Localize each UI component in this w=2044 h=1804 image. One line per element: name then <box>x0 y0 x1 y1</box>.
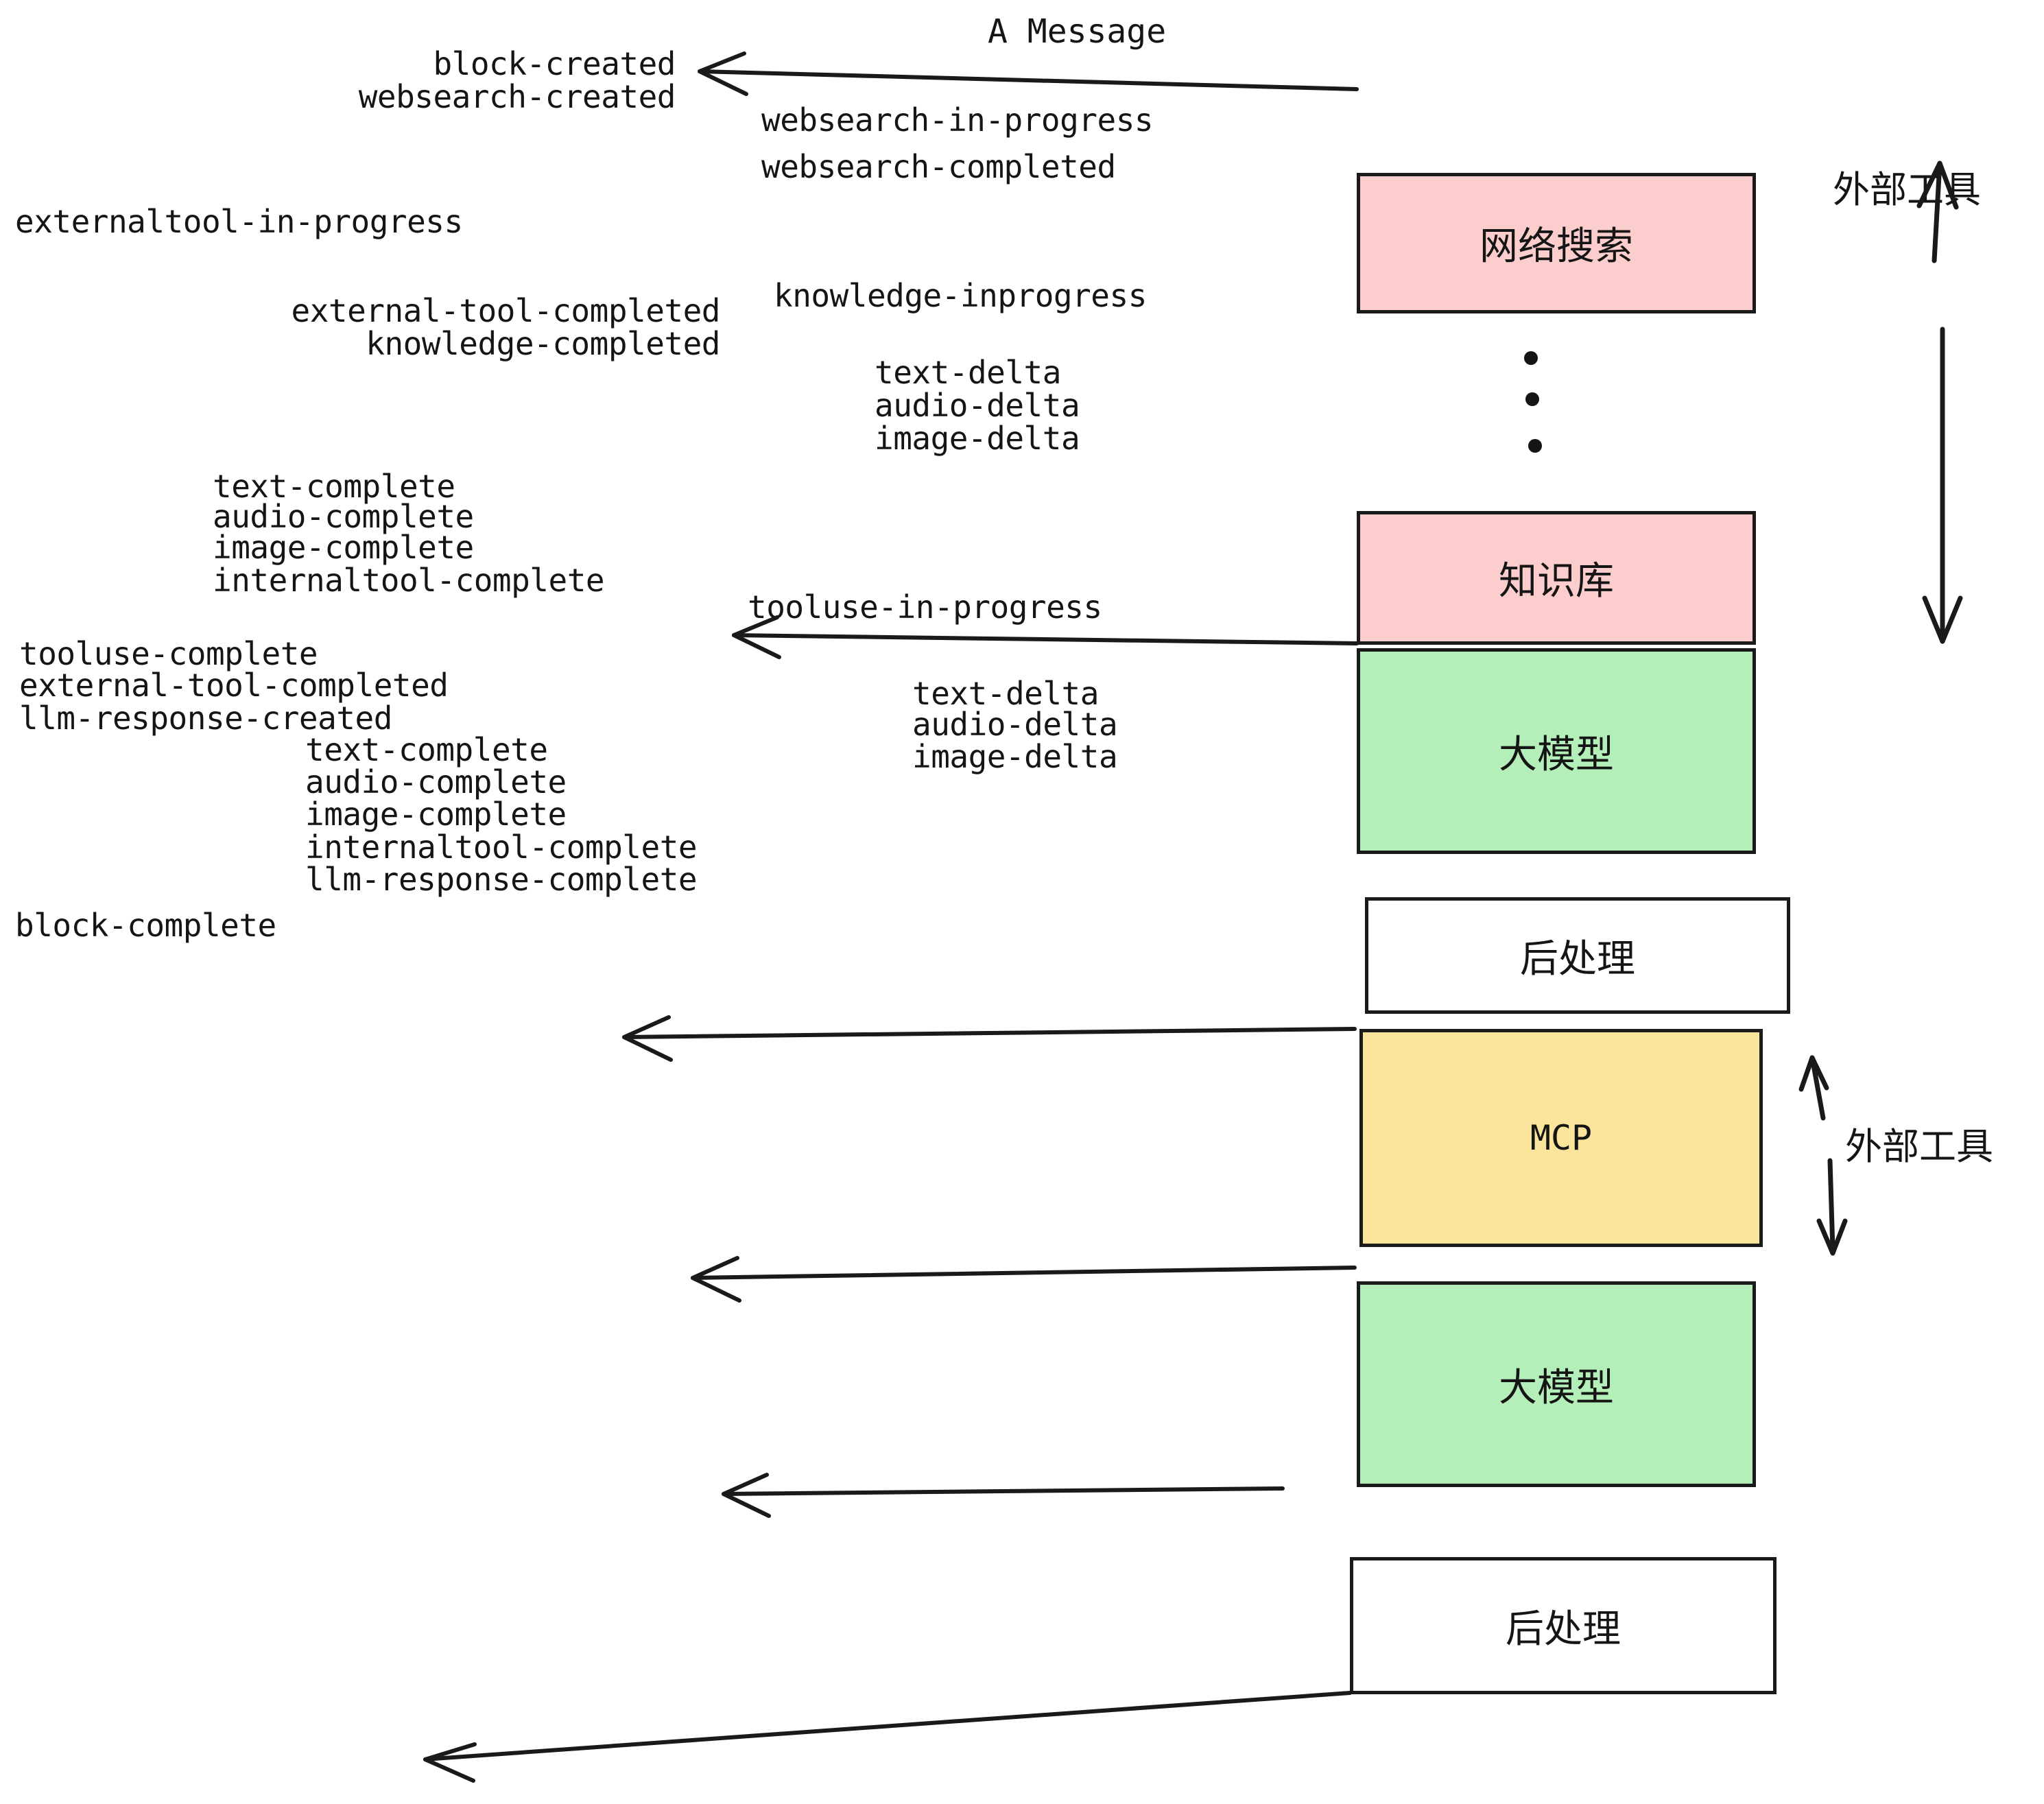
node-box-knowledge[interactable]: 知识库 <box>1357 511 1756 645</box>
side-label-external-tools-bottom: 外部工具 <box>1845 1125 1993 1168</box>
node-box-websearch[interactable]: 网络搜索 <box>1357 173 1756 313</box>
event-label-websearch-in-progress: websearch-in-progress <box>761 102 1154 139</box>
event-label-text-delta-1: text-delta <box>875 354 1061 391</box>
node-box-knowledge-label: 知识库 <box>1499 559 1614 604</box>
event-label-internaltool-complete-1: internaltool-complete <box>213 562 605 599</box>
event-label-audio-complete-2: audio-complete <box>305 763 567 800</box>
arrow-llm2-to-audio-complete <box>722 1473 1285 1518</box>
node-box-mcp[interactable]: MCP <box>1359 1029 1763 1247</box>
event-label-llm-response-created: llm-response-created <box>19 700 392 737</box>
event-label-internaltool-complete-2: internaltool-complete <box>305 829 698 866</box>
event-label-tooluse-complete: tooluse-complete <box>19 635 318 672</box>
node-box-postprocess-2[interactable]: 后处理 <box>1350 1557 1776 1694</box>
node-box-llm-1-label: 大模型 <box>1499 732 1614 777</box>
event-label-external-tool-completed-2: external-tool-completed <box>19 667 449 704</box>
event-label-audio-delta-2: audio-delta <box>912 706 1118 743</box>
node-box-websearch-label: 网络搜索 <box>1479 224 1633 269</box>
event-label-llm-response-complete: llm-response-complete <box>305 861 698 898</box>
arrow-websearch-to-created <box>698 51 1359 96</box>
event-label-external-tool-completed-1: external-tool-completed <box>291 292 721 329</box>
ellipsis-dot-1 <box>1524 351 1538 365</box>
node-box-llm-2[interactable]: 大模型 <box>1357 1281 1756 1487</box>
event-label-image-delta-2: image-delta <box>912 738 1118 775</box>
event-label-audio-complete-1: audio-complete <box>213 498 474 535</box>
node-box-llm-2-label: 大模型 <box>1499 1365 1614 1410</box>
event-label-tooluse-in-progress: tooluse-in-progress <box>748 589 1102 626</box>
bracket-arrow-external-tools-top <box>1916 161 1963 644</box>
event-label-text-complete-2: text-complete <box>305 731 548 768</box>
event-label-audio-delta-1: audio-delta <box>875 387 1080 424</box>
event-label-image-complete-1: image-complete <box>213 529 474 566</box>
event-label-block-created: block-created <box>433 45 676 82</box>
event-label-text-complete-1: text-complete <box>213 468 455 505</box>
event-label-websearch-created: websearch-created <box>358 78 676 115</box>
bracket-arrow-external-tools-bottom <box>1798 1055 1848 1256</box>
event-label-image-complete-2: image-complete <box>305 796 567 833</box>
event-label-knowledge-completed: knowledge-completed <box>366 325 720 362</box>
event-label-block-complete: block-complete <box>15 907 276 944</box>
event-label-externaltool-in-progress: externaltool-in-progress <box>15 203 463 240</box>
ellipsis-dot-3 <box>1528 439 1542 453</box>
node-box-postprocess-1[interactable]: 后处理 <box>1365 897 1790 1014</box>
node-box-mcp-label: MCP <box>1530 1118 1593 1158</box>
event-label-text-delta-2: text-delta <box>912 675 1099 712</box>
arrow-mcp-to-tooluse-complete <box>691 1256 1357 1303</box>
event-label-knowledge-inprogress: knowledge-inprogress <box>774 277 1147 314</box>
node-box-postprocess-2-label: 后处理 <box>1506 1606 1621 1652</box>
event-label-websearch-completed: websearch-completed <box>761 148 1116 185</box>
page-title: A Message <box>988 12 1167 51</box>
event-label-image-delta-1: image-delta <box>875 420 1080 457</box>
side-label-external-tools-top: 外部工具 <box>1833 168 1981 211</box>
ellipsis-dot-2 <box>1525 392 1539 406</box>
node-box-postprocess-1-label: 后处理 <box>1520 936 1635 982</box>
arrow-postprocess2-to-block-complete <box>423 1691 1352 1783</box>
arrow-postprocess1-to-image-complete <box>622 1015 1357 1062</box>
node-box-llm-1[interactable]: 大模型 <box>1357 648 1756 854</box>
